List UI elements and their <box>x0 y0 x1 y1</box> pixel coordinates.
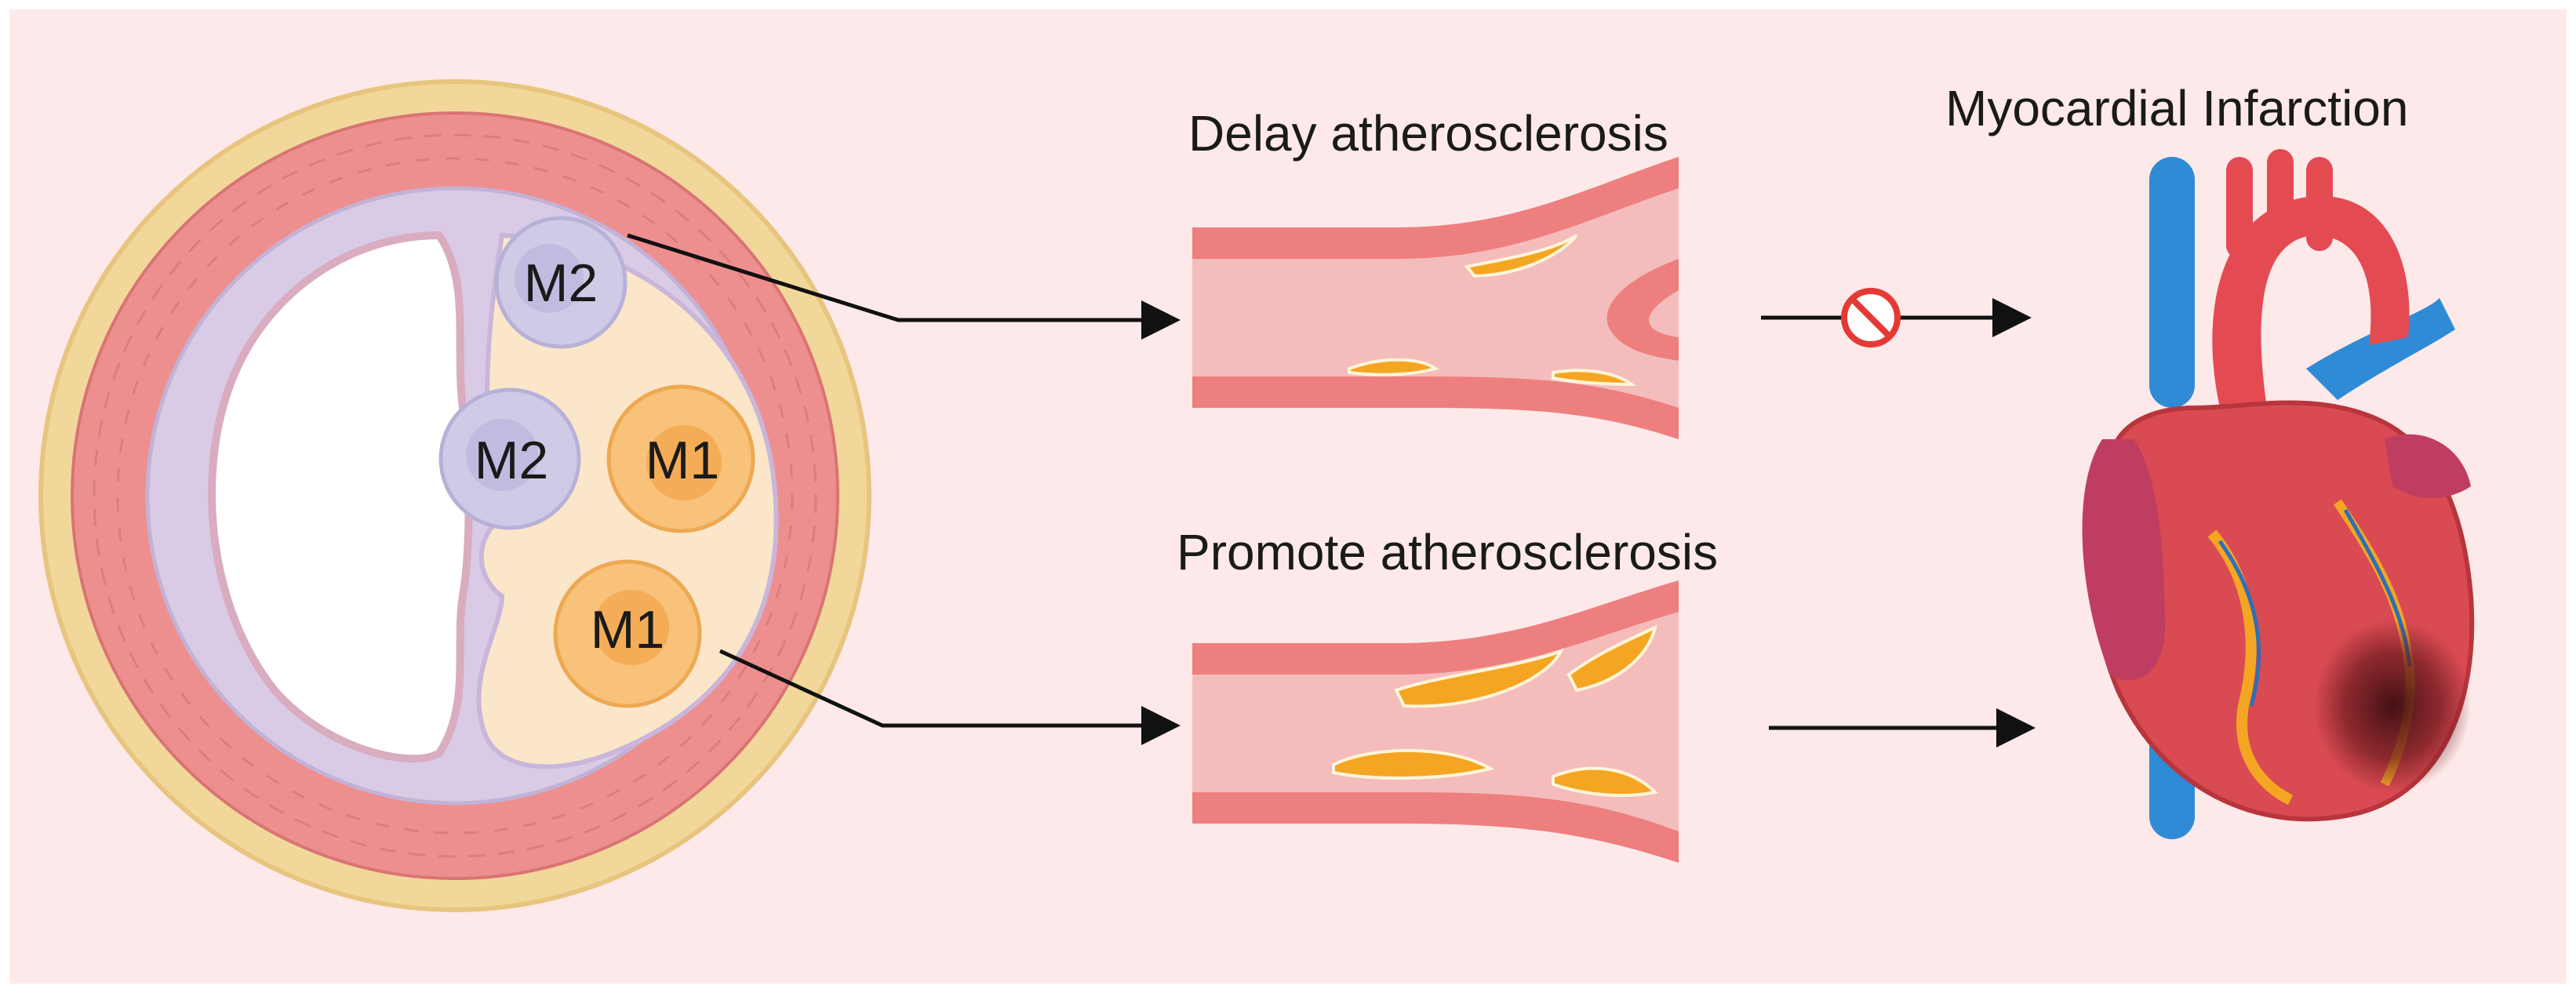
media-texture <box>116 157 794 835</box>
coronary-artery <box>2207 529 2294 806</box>
left-atrium <box>2385 434 2471 498</box>
lipid-deposit <box>1348 358 1439 376</box>
pulmonary-artery <box>2306 298 2455 400</box>
m1-cell-mid: M1 <box>606 384 755 533</box>
m2-cell-mid: M2 <box>438 387 581 530</box>
infarct-region <box>2314 620 2471 792</box>
lipid-deposit <box>1464 234 1578 278</box>
m2-cell-top: M2 <box>494 216 628 349</box>
vena-cava <box>2149 157 2195 408</box>
heart-illustration <box>2082 149 2475 839</box>
m1-to-promote-arrow <box>719 649 1181 745</box>
right-atrium <box>2082 439 2165 681</box>
m1-cell-bottom-label: M1 <box>591 600 664 660</box>
aorta-arch <box>2212 195 2410 408</box>
delay-label: Delay atherosclerosis <box>1188 105 1668 162</box>
vessel-promote <box>1192 580 1679 863</box>
prohibition-icon <box>1841 288 1901 347</box>
media-texture <box>93 133 817 858</box>
lipid-deposit <box>1566 624 1657 693</box>
outcome-label: Myocardial Infarction <box>1945 80 2408 136</box>
m1-cell-bottom: M1 <box>553 559 702 708</box>
m1-cell-mid-label: M1 <box>646 431 719 490</box>
vessel-delay <box>1192 157 1679 439</box>
lipid-deposit <box>1552 369 1637 387</box>
m2-cell-mid-label: M2 <box>475 431 548 490</box>
promote-label: Promote atherosclerosis <box>1177 524 1718 580</box>
m2-to-delay-arrow <box>627 233 1181 340</box>
lipid-deposit <box>1394 648 1565 708</box>
lipid-deposit <box>1552 766 1659 798</box>
m2-cell-top-label: M2 <box>524 253 598 313</box>
lipid-deposit <box>1332 748 1495 780</box>
